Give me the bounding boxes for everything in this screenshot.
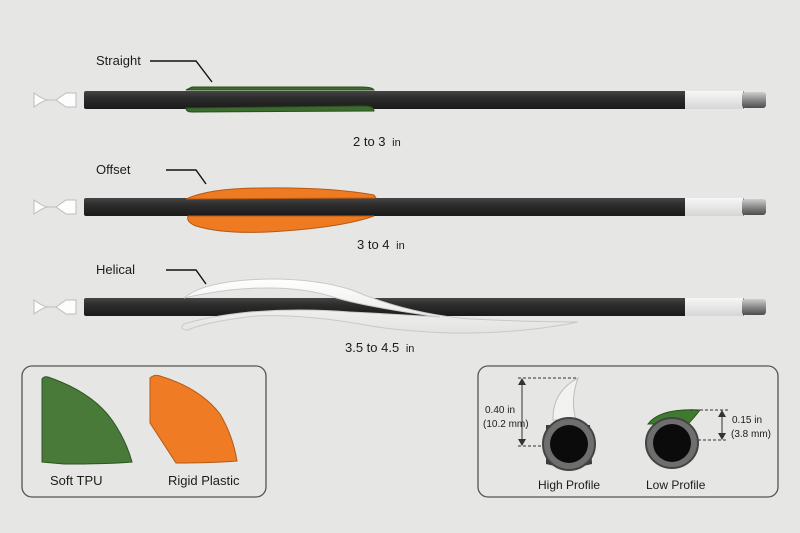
profile-label-high: High Profile <box>538 478 600 492</box>
vane-bottom <box>187 215 375 233</box>
arrow-straight: Straight 2 to 3 in <box>33 53 766 149</box>
callout-line <box>150 60 213 83</box>
panel-frame <box>21 365 267 498</box>
profile-panel: 0.40 in (10.2 mm) High Profile 0.15 in (… <box>477 365 779 498</box>
style-label: Helical <box>96 262 135 277</box>
length-value: 2 to 3 <box>353 134 386 149</box>
length-unit: in <box>406 343 415 355</box>
length-label: 2 to 3 in <box>353 134 401 149</box>
length-value: 3.5 to 4.5 <box>345 340 399 355</box>
point <box>742 199 766 215</box>
collar <box>685 91 743 109</box>
length-unit: in <box>392 137 401 149</box>
vane-sample-rigid-plastic <box>149 374 238 464</box>
vane-top <box>185 187 377 200</box>
collar <box>685 298 743 316</box>
style-label: Offset <box>96 162 131 177</box>
vane-bottom <box>185 105 375 113</box>
high-profile-example: 0.40 in (10.2 mm) High Profile <box>483 376 600 492</box>
tube-hole <box>653 424 691 462</box>
profile-label-low: Low Profile <box>646 478 706 492</box>
collar <box>685 198 743 216</box>
arrow-offset: Offset 3 to 4 in <box>33 162 766 252</box>
shaft <box>84 298 744 316</box>
style-label: Straight <box>96 53 141 68</box>
length-label: 3.5 to 4.5 in <box>345 340 414 355</box>
nock <box>33 299 77 315</box>
length-unit: in <box>396 240 405 252</box>
point <box>742 299 766 315</box>
material-label-rigid-plastic: Rigid Plastic <box>168 473 240 488</box>
material-label-soft-tpu: Soft TPU <box>50 473 103 488</box>
length-value: 3 to 4 <box>357 237 390 252</box>
height-mm-low: (3.8 mm) <box>731 429 771 440</box>
callout-line <box>166 269 207 285</box>
shaft <box>84 198 744 216</box>
vane-top <box>185 86 375 91</box>
height-in-high: 0.40 in <box>485 405 515 416</box>
height-mm-high: (10.2 mm) <box>483 419 529 430</box>
tube-hole <box>550 425 588 463</box>
low-profile-example: 0.15 in (3.8 mm) Low Profile <box>645 409 771 492</box>
vane-helical <box>181 278 579 334</box>
height-in-low: 0.15 in <box>732 415 762 426</box>
arrow-helical: Helical 3.5 to 4.5 in <box>33 262 766 355</box>
dimension-low <box>690 409 728 441</box>
vane-sample-soft-tpu <box>41 376 133 465</box>
dimension-high <box>518 377 576 447</box>
point <box>742 92 766 108</box>
vane-high <box>552 376 579 421</box>
length-label: 3 to 4 in <box>357 237 405 252</box>
shaft <box>84 91 744 109</box>
panel-frame <box>477 365 779 498</box>
nock <box>33 199 77 215</box>
callout-line <box>166 169 207 185</box>
nock <box>33 92 77 108</box>
materials-panel: Soft TPU Rigid Plastic <box>21 365 267 498</box>
